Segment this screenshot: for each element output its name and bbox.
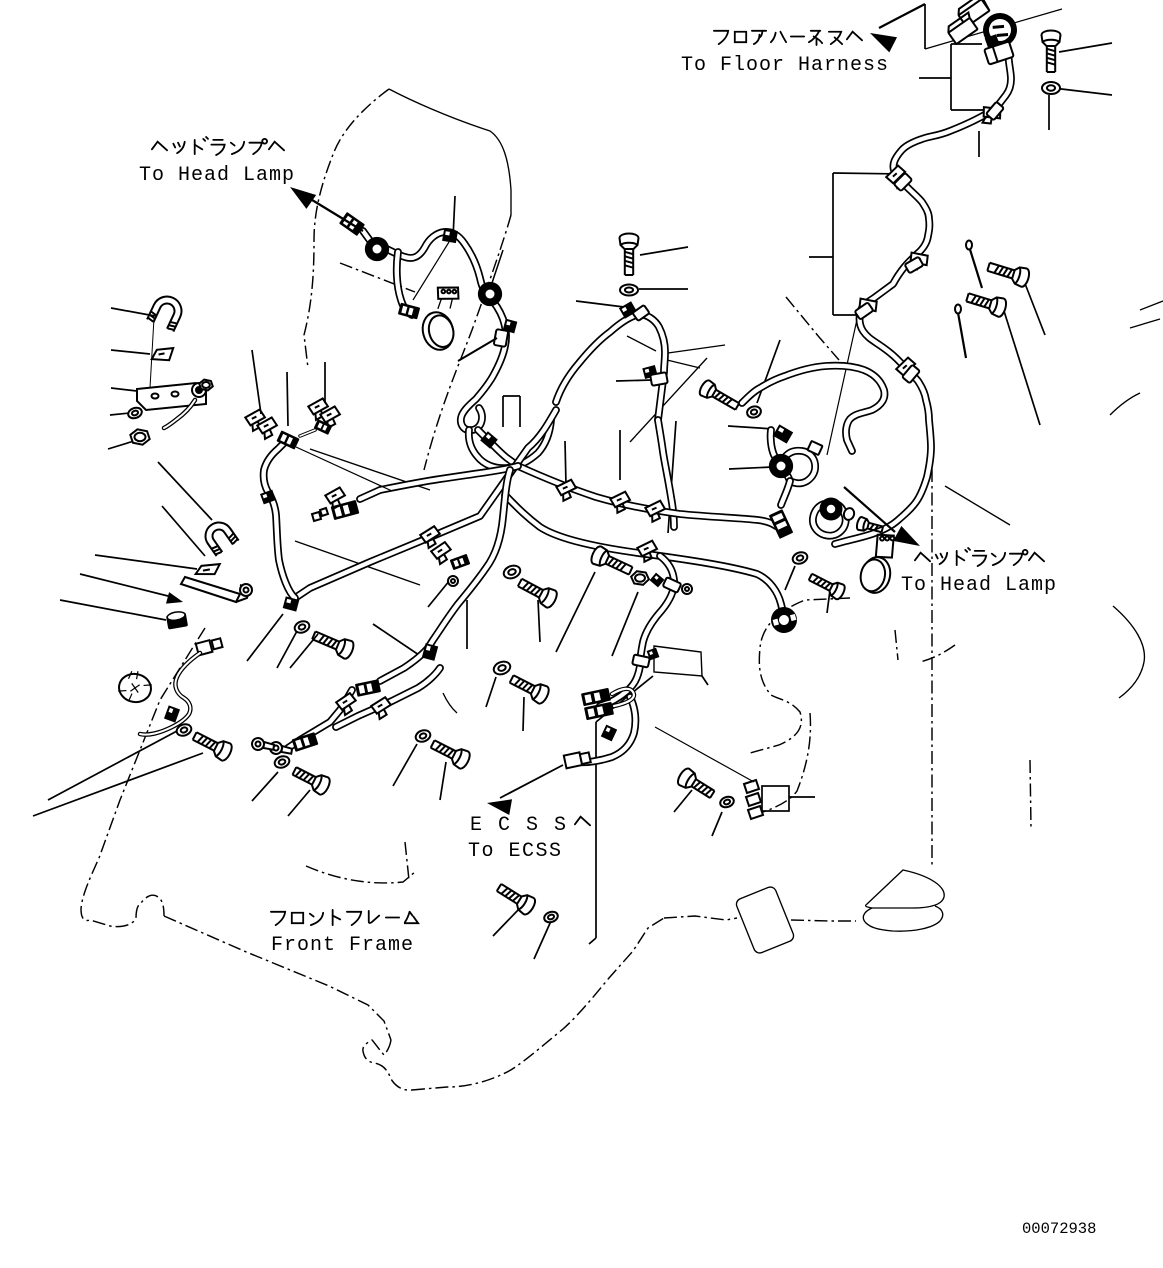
- svg-text:E C S S: E C S S: [470, 814, 568, 837]
- svg-text:To Head Lamp: To Head Lamp: [901, 574, 1057, 597]
- svg-text:Front Frame: Front Frame: [271, 934, 414, 957]
- svg-text:To Head Lamp: To Head Lamp: [139, 164, 295, 187]
- svg-text:00072938: 00072938: [1022, 1220, 1096, 1238]
- svg-text:To Floor Harness: To Floor Harness: [681, 54, 889, 77]
- svg-text:To ECSS: To ECSS: [468, 840, 563, 863]
